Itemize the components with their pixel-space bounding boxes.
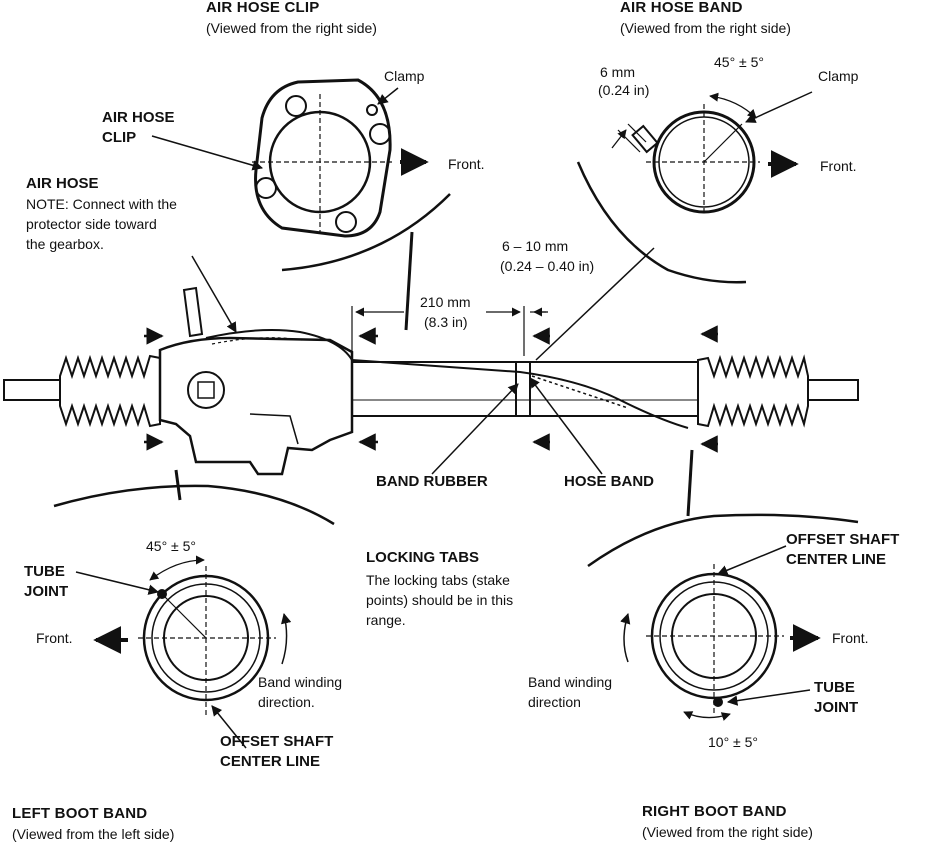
tube-joint-dot xyxy=(713,697,723,707)
right-tube-joint-label: TUBE xyxy=(814,679,855,696)
left-offset-label: OFFSET SHAFT xyxy=(220,733,334,750)
band-clamp xyxy=(631,124,659,154)
detail-arc xyxy=(576,161,747,284)
air-hose xyxy=(205,329,689,429)
left-front-label: Front. xyxy=(36,630,73,646)
clip-bolt-hole xyxy=(255,177,277,199)
clip-clamp-ring xyxy=(366,104,378,116)
right-offset-label: CENTER LINE xyxy=(786,551,887,568)
air-hose-note: the gearbox. xyxy=(26,236,104,252)
air-hose-clip-label: CLIP xyxy=(102,129,137,146)
left-tie-rod xyxy=(3,379,61,401)
right-tube-joint-label: JOINT xyxy=(814,699,859,716)
right-boot xyxy=(697,354,809,428)
right-boot-band-detail xyxy=(587,449,859,721)
length-dim-label: (8.3 in) xyxy=(424,314,468,330)
right-winding-label: Band winding xyxy=(528,674,613,690)
left-offset-label: CENTER LINE xyxy=(220,753,321,770)
left-boot-band-detail xyxy=(53,469,335,749)
clip-bolt-hole xyxy=(285,95,307,117)
band-angle-label: 45° ± 5° xyxy=(714,54,765,70)
detail-arc xyxy=(281,193,451,272)
gap-dim-label: 6 – 10 mm xyxy=(502,238,569,254)
band-rubber xyxy=(515,361,531,417)
detail-arc xyxy=(587,513,859,568)
clip-front-label: Front. xyxy=(448,156,485,172)
clip-clamp-label: Clamp xyxy=(384,68,425,84)
clip-flange xyxy=(254,78,392,238)
valve-body xyxy=(187,371,225,409)
left-tube-joint-label: TUBE xyxy=(24,563,65,580)
air-hose-band-title: AIR HOSE BAND xyxy=(620,0,743,16)
air-hose-clip-subtitle: (Viewed from the right side) xyxy=(206,20,377,36)
clip-bolt-hole xyxy=(369,123,391,145)
right-boot-band-title: RIGHT BOOT BAND xyxy=(642,803,787,820)
air-hose-note: NOTE: Connect with the xyxy=(26,196,177,212)
tube-joint-dot xyxy=(157,589,167,599)
length-dim-label: 210 mm xyxy=(420,294,471,310)
right-offset-label: OFFSET SHAFT xyxy=(786,531,900,548)
left-tube-joint-label: JOINT xyxy=(24,583,69,600)
band-rubber-label: BAND RUBBER xyxy=(376,473,488,490)
left-winding-label: Band winding xyxy=(258,674,343,690)
air-hose-clip-detail xyxy=(151,78,451,331)
steering-rack-assembly xyxy=(3,255,859,476)
band-clamp-label: Clamp xyxy=(818,68,859,84)
air-hose-band-subtitle: (Viewed from the right side) xyxy=(620,20,791,36)
air-hose-band-detail xyxy=(535,91,813,361)
right-boot-band-subtitle: (Viewed from the right side) xyxy=(642,824,813,840)
left-winding-label: direction. xyxy=(258,694,315,710)
left-boot-band-subtitle: (Viewed from the left side) xyxy=(12,826,175,842)
right-angle-label: 10° ± 5° xyxy=(708,734,759,750)
air-hose-label: AIR HOSE xyxy=(26,175,99,192)
locking-tabs-text: range. xyxy=(366,612,406,628)
air-hose-note: protector side toward xyxy=(26,216,157,232)
left-boot-band-title: LEFT BOOT BAND xyxy=(12,805,148,822)
locking-tabs-text: points) should be in this xyxy=(366,592,514,608)
band-front-label: Front. xyxy=(820,158,857,174)
locking-tabs-text: The locking tabs (stake xyxy=(366,572,510,588)
right-tie-rod xyxy=(807,379,859,401)
left-boot xyxy=(59,354,161,428)
left-angle-label: 45° ± 5° xyxy=(146,538,197,554)
air-hose-clip-title: AIR HOSE CLIP xyxy=(206,0,320,16)
clip-bolt-hole xyxy=(335,211,357,233)
gap-dim-label: (0.24 – 0.40 in) xyxy=(500,258,595,274)
right-front-label: Front. xyxy=(832,630,869,646)
gearbox-housing xyxy=(158,336,354,476)
rack-tube xyxy=(351,361,699,417)
air-hose-clip-label: AIR HOSE xyxy=(102,109,175,126)
detail-arc xyxy=(53,484,335,526)
band-dim-label: 6 mm xyxy=(600,64,635,80)
right-winding-label: direction xyxy=(528,694,581,710)
locking-tabs-title: LOCKING TABS xyxy=(366,549,480,566)
pinion-pipe xyxy=(182,286,204,338)
hose-band-label: HOSE BAND xyxy=(564,473,655,490)
band-dim-label: (0.24 in) xyxy=(598,82,650,98)
